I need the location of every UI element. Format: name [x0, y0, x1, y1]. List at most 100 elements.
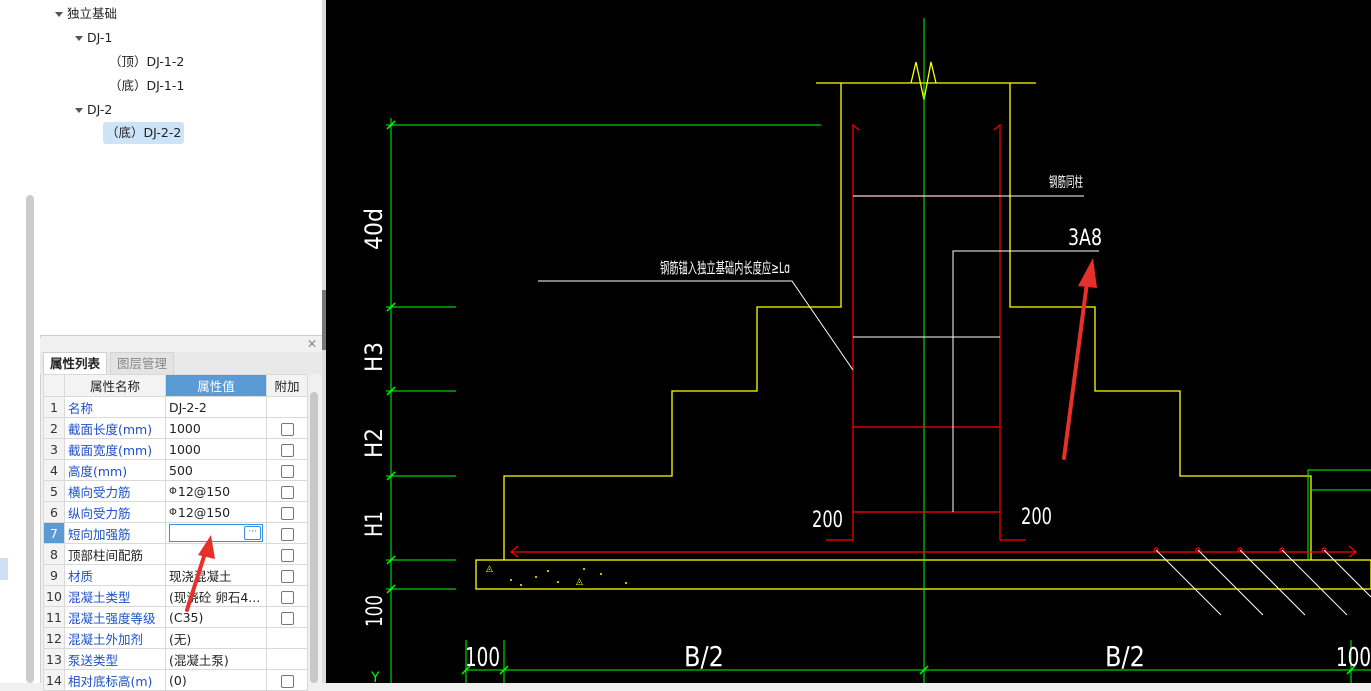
left-dock-marker[interactable]: [0, 558, 8, 580]
dim-h2: H2: [360, 428, 388, 458]
property-value: DJ-2-2: [169, 399, 207, 415]
dim-b2-left: B/2: [684, 640, 724, 673]
property-value-cell[interactable]: (C35): [165, 606, 267, 628]
svg-text:◬: ◬: [576, 577, 583, 587]
additional-cell: [266, 438, 308, 460]
foundation-section-drawing: ◬◬: [360, 18, 1371, 683]
additional-cell: [266, 459, 308, 481]
additional-checkbox[interactable]: [280, 443, 294, 457]
property-value-cell[interactable]: (无): [165, 627, 267, 649]
row-number: 9: [43, 564, 65, 586]
property-value: 12@150: [177, 483, 231, 499]
additional-checkbox[interactable]: [280, 464, 294, 478]
additional-checkbox[interactable]: [280, 611, 294, 625]
tree-node-dj-2[interactable]: DJ-2: [75, 99, 112, 121]
grid-scrollbar[interactable]: [310, 392, 318, 683]
panel-header-bar: ✕: [40, 337, 322, 352]
property-value-cell[interactable]: Φ12@150: [165, 480, 267, 502]
row-number: 13: [43, 648, 65, 670]
dim-200-right: 200: [1021, 505, 1052, 530]
tree-node-root[interactable]: 独立基础: [55, 3, 117, 25]
dim-h3: H3: [360, 342, 388, 372]
property-name: 高度(mm): [64, 459, 166, 481]
additional-checkbox[interactable]: [280, 674, 294, 688]
header-property-value[interactable]: 属性值: [165, 374, 267, 397]
property-value: (现浇砼 卵石4...: [169, 589, 261, 605]
header-num: [43, 374, 65, 397]
note-anchorage: 钢筋锚入独立基础内长度应≥Lɑ: [660, 259, 790, 277]
annotation-lines: [538, 195, 1371, 616]
tree-label: DJ-1: [87, 30, 113, 45]
ellipsis-button[interactable]: ···: [244, 526, 261, 540]
tree-item-dj-1-1[interactable]: （底）DJ-1-1: [109, 75, 184, 97]
additional-cell: [266, 522, 308, 544]
expand-triangle-icon[interactable]: [75, 108, 83, 113]
row-number: 7: [43, 522, 65, 544]
additional-checkbox[interactable]: [280, 506, 294, 520]
property-value-cell[interactable]: [165, 543, 267, 565]
additional-checkbox[interactable]: [280, 422, 294, 436]
additional-checkbox[interactable]: [280, 527, 294, 541]
tree-item-dj-1-2[interactable]: （顶）DJ-1-2: [109, 51, 184, 73]
expand-triangle-icon[interactable]: [75, 36, 83, 41]
property-value-cell[interactable]: 500: [165, 459, 267, 481]
property-name: 纵向受力筋: [64, 501, 166, 523]
header-property-name[interactable]: 属性名称: [64, 374, 166, 397]
property-name: 泵送类型: [64, 648, 166, 670]
additional-checkbox[interactable]: [280, 548, 294, 562]
cad-drawing-canvas[interactable]: ◬◬: [326, 0, 1371, 683]
property-value: 1000: [169, 420, 201, 436]
row-number: 11: [43, 606, 65, 628]
tab-property-list[interactable]: 属性列表: [43, 352, 108, 375]
additional-cell: [266, 417, 308, 439]
property-name: 截面宽度(mm): [64, 438, 166, 460]
row-number: 14: [43, 669, 65, 691]
property-value-cell[interactable]: DJ-2-2: [165, 396, 267, 418]
property-value-cell[interactable]: (0): [165, 669, 267, 691]
header-additional[interactable]: 附加: [266, 374, 308, 397]
additional-checkbox[interactable]: [280, 569, 294, 583]
additional-checkbox[interactable]: [280, 590, 294, 604]
property-value-cell[interactable]: 现浇混凝土: [165, 564, 267, 586]
note-column-rebar: 钢筋同柱: [1049, 174, 1083, 191]
property-value-cell[interactable]: ···: [165, 522, 267, 544]
tree-item-dj-2-2[interactable]: （底）DJ-2-2: [103, 122, 185, 144]
property-value-input[interactable]: ···: [169, 524, 263, 542]
property-value-cell[interactable]: 1000: [165, 417, 267, 439]
left-dock-strip: [0, 0, 41, 683]
dim-h1: H1: [360, 511, 388, 537]
additional-cell: [266, 480, 308, 502]
property-value-cell[interactable]: 1000: [165, 438, 267, 460]
expand-triangle-icon[interactable]: [55, 12, 63, 17]
close-icon[interactable]: ✕: [306, 337, 317, 351]
additional-checkbox[interactable]: [280, 485, 294, 499]
dimension-lines: [386, 18, 1371, 683]
tab-layer-manager[interactable]: 图层管理: [110, 352, 175, 375]
property-name: 名称: [64, 396, 166, 418]
row-number: 10: [43, 585, 65, 607]
left-scrollbar[interactable]: [26, 195, 34, 683]
property-value: 12@150: [177, 504, 231, 520]
property-value-cell[interactable]: Φ12@150: [165, 501, 267, 523]
property-value-cell[interactable]: (现浇砼 卵石4...: [165, 585, 267, 607]
property-name: 横向受力筋: [64, 480, 166, 502]
tree-node-dj-1[interactable]: DJ-1: [75, 27, 112, 49]
splitter-grip[interactable]: [322, 290, 326, 350]
dim-b2-right: B/2: [1105, 640, 1145, 673]
property-value-cell[interactable]: (混凝土泵): [165, 648, 267, 670]
dim-40d: 40d: [360, 208, 388, 250]
